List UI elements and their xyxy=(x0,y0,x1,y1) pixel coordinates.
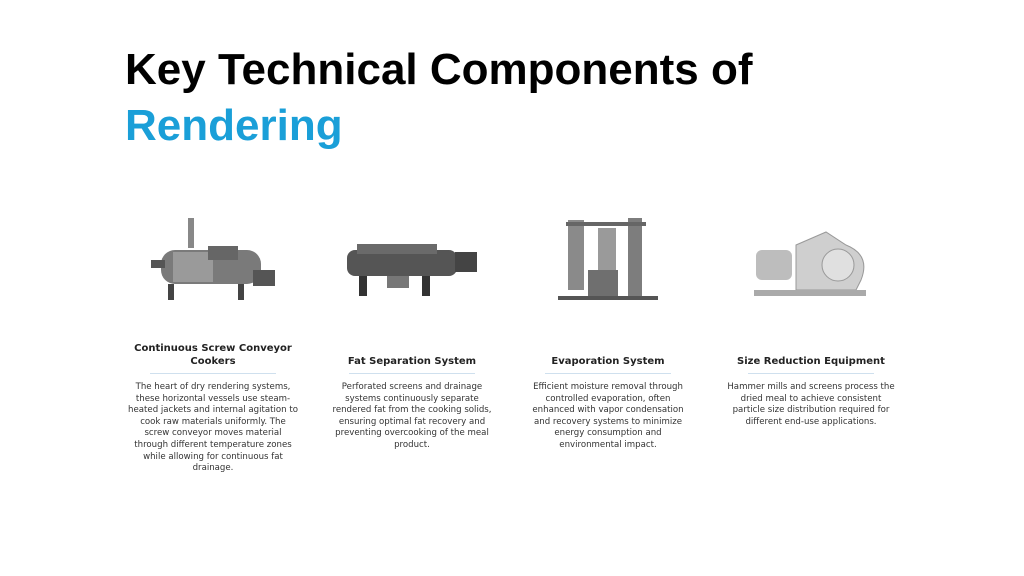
divider xyxy=(150,373,276,374)
component-card: Size Reduction Equipment Hammer mills an… xyxy=(726,205,896,428)
component-heading: Fat Separation System xyxy=(347,356,477,367)
evaporator-image xyxy=(523,205,693,315)
component-card: Continuous Screw Conveyor Cookers The he… xyxy=(128,205,298,475)
screw-cooker-image xyxy=(128,205,298,315)
title-line-1: Key Technical Components of xyxy=(125,45,753,94)
divider xyxy=(545,373,671,374)
slide-title: Key Technical Components of Rendering xyxy=(125,42,753,154)
divider xyxy=(748,373,874,374)
title-line-2: Rendering xyxy=(125,101,343,150)
decanter-image xyxy=(327,205,497,315)
hammer-mill-image xyxy=(726,205,896,315)
component-heading: Size Reduction Equipment xyxy=(737,356,885,367)
divider xyxy=(349,373,475,374)
component-heading: Continuous Screw Conveyor Cookers xyxy=(134,343,292,367)
component-description: Efficient moisture removal through contr… xyxy=(532,382,684,450)
component-card: Fat Separation System Perforated screens… xyxy=(327,205,497,452)
component-description: The heart of dry rendering systems, thes… xyxy=(128,382,298,474)
component-description: Perforated screens and drainage systems … xyxy=(332,382,492,450)
component-heading: Evaporation System xyxy=(551,356,665,367)
component-card: Evaporation System Efficient moisture re… xyxy=(523,205,693,452)
component-description: Hammer mills and screens process the dri… xyxy=(727,382,895,427)
